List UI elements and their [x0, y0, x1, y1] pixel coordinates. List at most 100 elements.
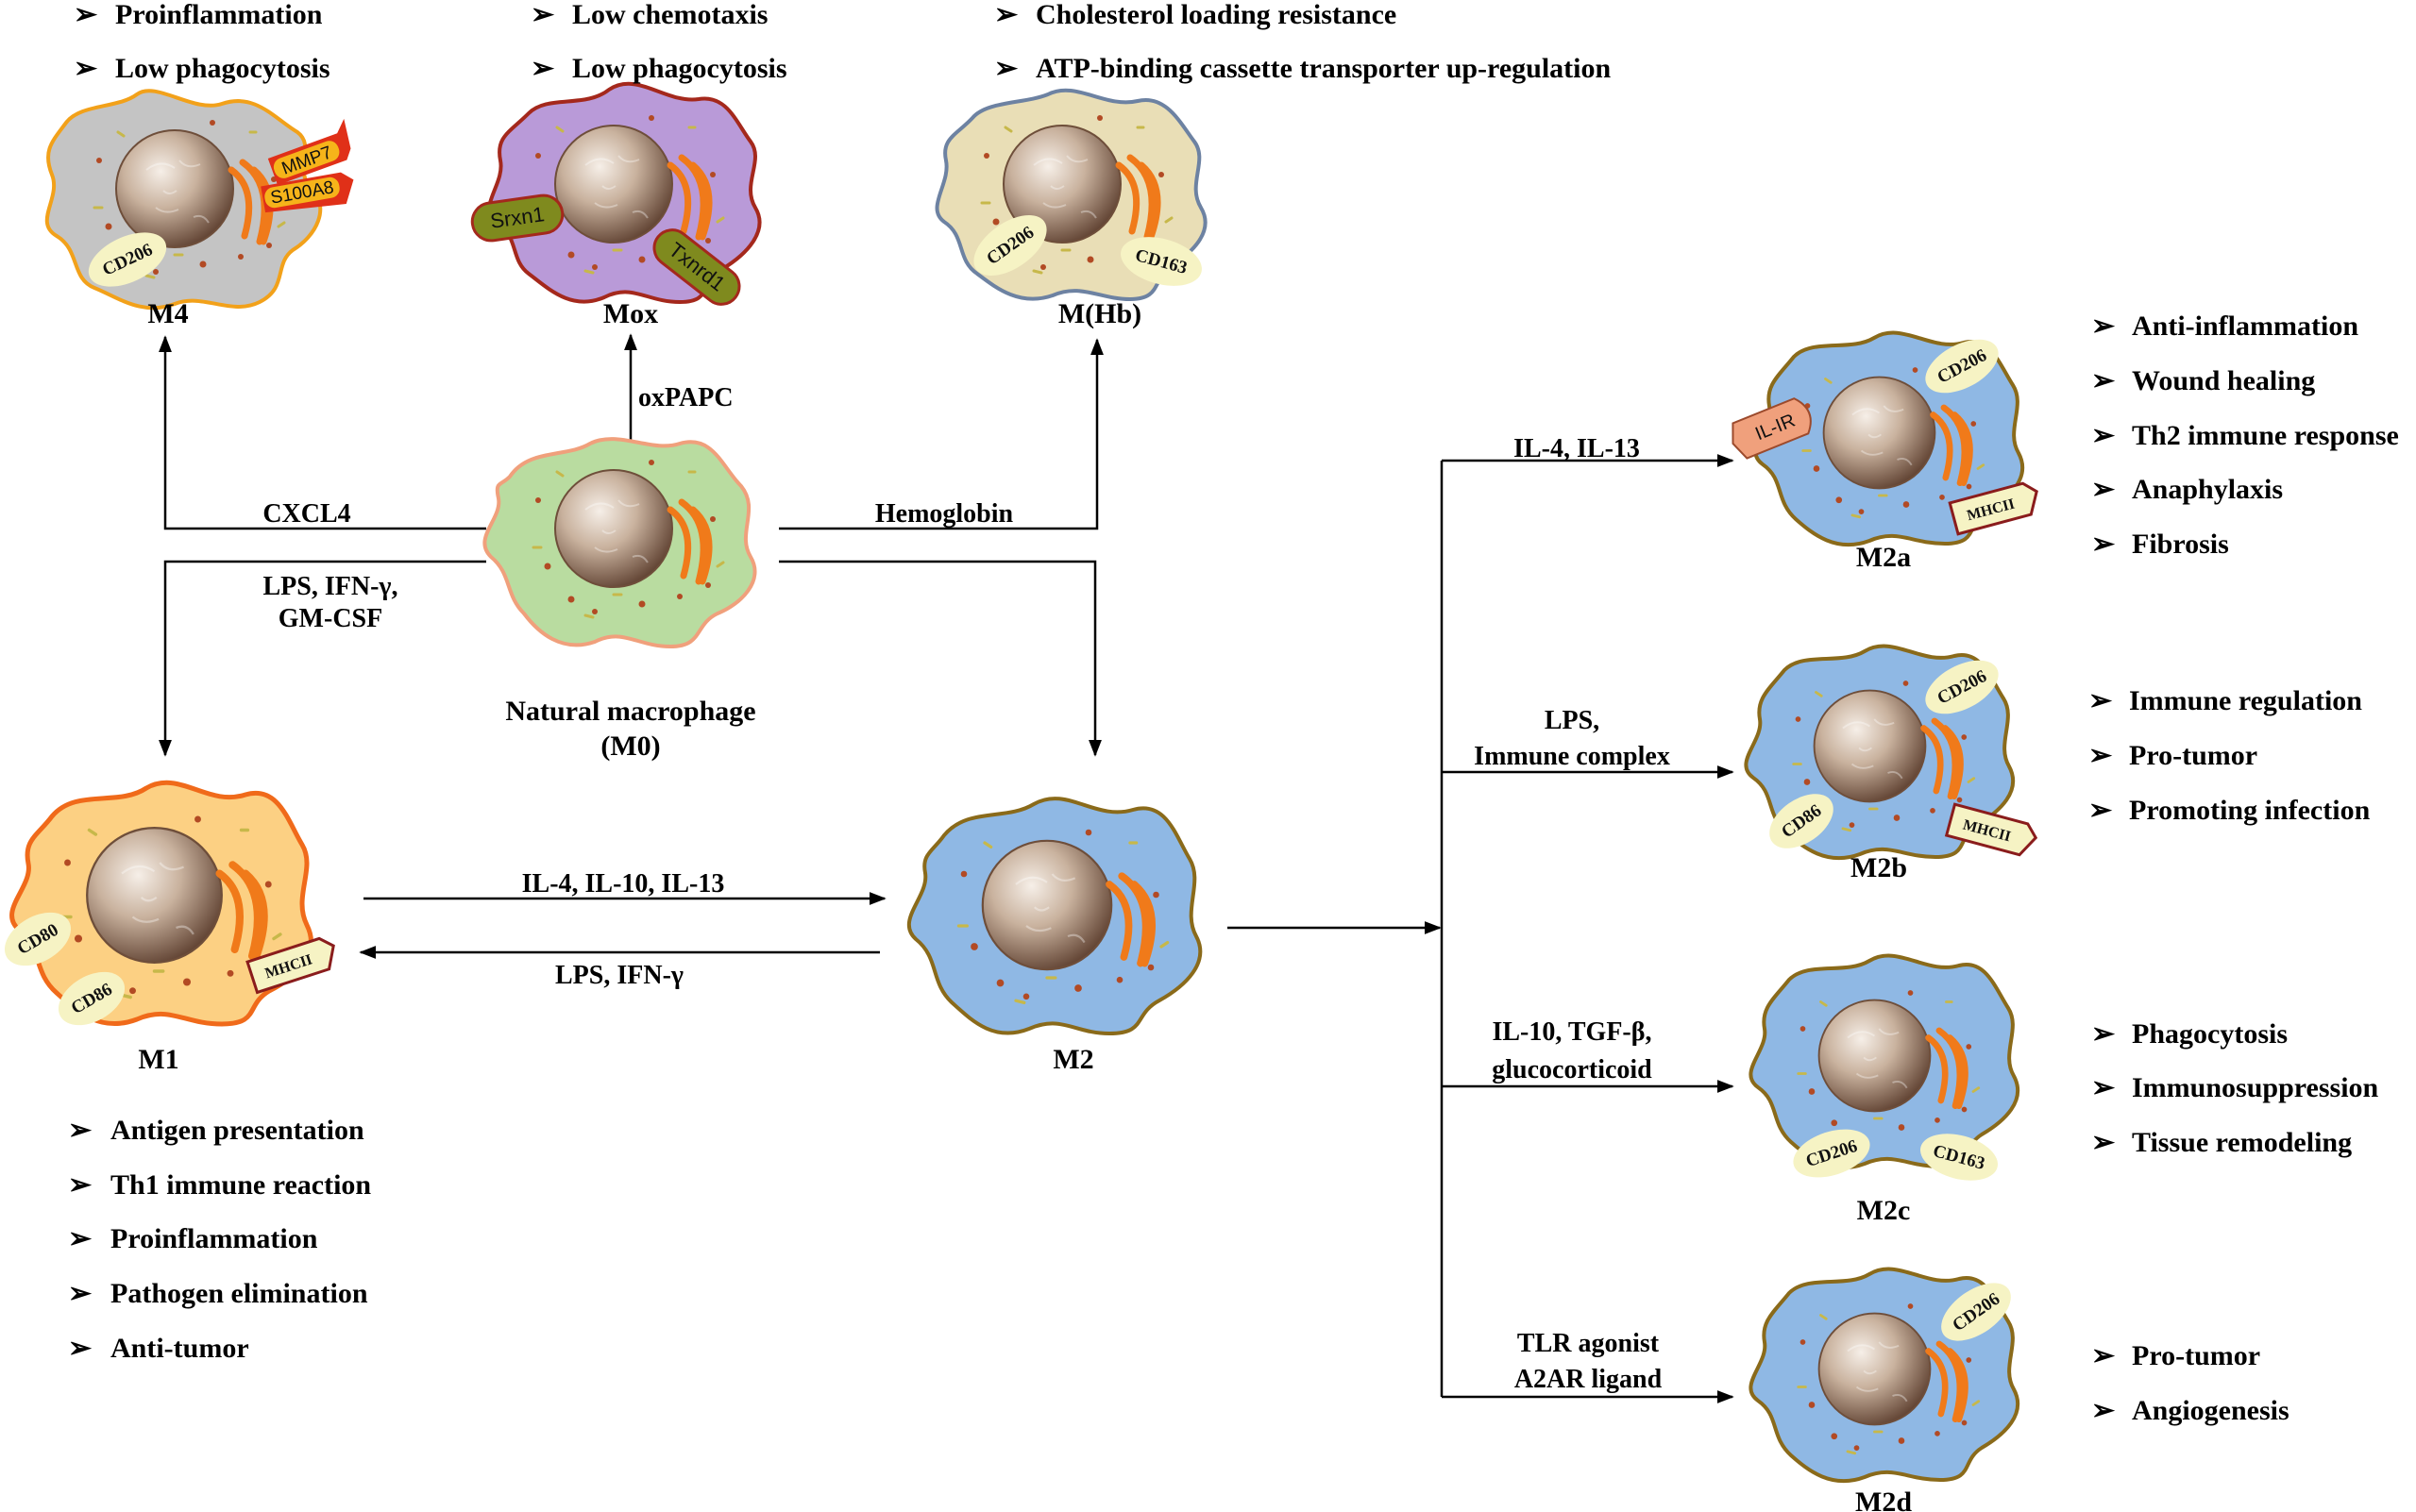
- cell-m0: [482, 437, 757, 649]
- stimulus-m1-line1: LPS, IFN-γ,: [263, 572, 398, 601]
- m1-marker-cd80: CD80: [4, 912, 72, 966]
- bullet-arrow: ➢: [2091, 420, 2116, 451]
- feature-m2a-0: Anti-inflammation: [2132, 311, 2358, 342]
- feature-m2a-1: Wound healing: [2132, 365, 2315, 396]
- bullet-arrow: ➢: [68, 1333, 93, 1364]
- label-m2: M2: [1053, 1044, 1093, 1075]
- feature-m4-1: Low phagocytosis: [115, 53, 330, 84]
- arrow-m0-to-m4: [159, 335, 486, 530]
- stimulus-m1-line2: GM-CSF: [279, 604, 382, 633]
- label-m0-line2: (M0): [600, 731, 660, 762]
- m2c-marker-cd163: CD163: [1919, 1134, 1999, 1181]
- bullet-arrow: ➢: [2088, 740, 2113, 771]
- feature-m2c-1: Immunosuppression: [2132, 1072, 2379, 1103]
- feature-m2b-1: Pro-tumor: [2129, 740, 2257, 771]
- bullet-arrow: ➢: [2091, 529, 2116, 560]
- feature-m2a-3: Anaphylaxis: [2132, 474, 2283, 505]
- bullet-arrow: ➢: [2091, 1340, 2116, 1371]
- stimulus-m2c-line1: IL-10, TGF-β,: [1492, 1017, 1651, 1047]
- feature-m2a-4: Fibrosis: [2132, 529, 2229, 560]
- features-m1: ➢ Antigen presentation ➢ Th1 immune reac…: [68, 1115, 371, 1364]
- label-m0-line1: Natural macrophage: [505, 696, 755, 727]
- cell-m2a: CD206 IL-IR MHCII: [1732, 330, 2038, 547]
- label-m2a: M2a: [1856, 542, 1911, 573]
- feature-m2b-2: Promoting infection: [2129, 795, 2371, 826]
- bullet-arrow: ➢: [994, 0, 1019, 30]
- feature-m2b-0: Immune regulation: [2129, 685, 2362, 716]
- label-m2c: M2c: [1857, 1195, 1911, 1226]
- bullet-arrow: ➢: [2091, 1395, 2116, 1426]
- label-m2d: M2d: [1855, 1487, 1912, 1512]
- features-m4: ➢ Proinflammation ➢ Low phagocytosis: [74, 0, 330, 84]
- features-m2b: ➢ Immune regulation ➢ Pro-tumor ➢ Promot…: [2088, 685, 2371, 826]
- feature-lists: ➢ Proinflammation ➢ Low phagocytosis ➢ L…: [68, 0, 2399, 1426]
- stimulus-m2c-line2: glucocorticoid: [1492, 1055, 1652, 1084]
- feature-m2c-2: Tissue remodeling: [2132, 1127, 2352, 1158]
- m2b-marker-cd86: CD86: [1769, 794, 1833, 848]
- features-m2d: ➢ Pro-tumor ➢ Angiogenesis: [2091, 1340, 2289, 1426]
- feature-m1-2: Proinflammation: [110, 1223, 318, 1254]
- feature-m2c-0: Phagocytosis: [2132, 1018, 2288, 1050]
- bullet-arrow: ➢: [74, 0, 98, 30]
- bullet-arrow: ➢: [994, 53, 1019, 84]
- feature-m2d-1: Angiogenesis: [2132, 1395, 2289, 1426]
- stimulus-m2a: IL-4, IL-13: [1513, 434, 1640, 463]
- m1-marker-mhcii: MHCII: [245, 936, 335, 995]
- cell-m2d: CD206: [1749, 1267, 2020, 1484]
- m2a-marker-mhcii: MHCII: [1948, 481, 2038, 536]
- mox-marker-srxn1: Srxn1: [470, 193, 565, 243]
- feature-m1-1: Th1 immune reaction: [110, 1169, 371, 1201]
- cell-m2: [906, 797, 1203, 1036]
- cell-m2c: CD206 CD163: [1749, 953, 2020, 1181]
- m2b-marker-cd206: CD206: [1925, 660, 1999, 714]
- cell-m4: CD206 MMP7 S100A8: [44, 89, 354, 311]
- label-m1: M1: [138, 1044, 178, 1075]
- features-mox: ➢ Low chemotaxis ➢ Low phagocytosis: [531, 0, 787, 84]
- feature-mox-0: Low chemotaxis: [572, 0, 768, 30]
- bullet-arrow: ➢: [2091, 1072, 2116, 1103]
- bullet-arrow: ➢: [2088, 795, 2113, 826]
- stimulus-oxpapc: oxPAPC: [638, 383, 734, 412]
- features-m2c: ➢ Phagocytosis ➢ Immunosuppression ➢ Tis…: [2091, 1018, 2379, 1158]
- stimulus-m2b-line1: LPS,: [1545, 706, 1599, 735]
- bullet-arrow: ➢: [2091, 1018, 2116, 1050]
- features-mhb: ➢ Cholesterol loading resistance ➢ ATP-b…: [994, 0, 1611, 84]
- mhb-marker-cd163: CD163: [1121, 237, 1202, 286]
- cell-m2b: CD206 CD86 MHCII: [1744, 644, 2038, 861]
- label-mhb: M(Hb): [1058, 298, 1141, 329]
- stimulus-m2d-line2: A2AR ligand: [1514, 1365, 1663, 1394]
- m2a-marker-il-ir: IL-IR: [1732, 397, 1812, 460]
- feature-mox-1: Low phagocytosis: [572, 53, 787, 84]
- feature-m1-0: Antigen presentation: [110, 1115, 364, 1146]
- bullet-arrow: ➢: [68, 1115, 93, 1146]
- feature-m2d-0: Pro-tumor: [2132, 1340, 2260, 1371]
- arrow-m0-to-m2: [779, 560, 1102, 757]
- stimulus-to-m1: LPS, IFN-γ: [555, 961, 684, 990]
- cell-mhb: CD206 CD163: [935, 88, 1208, 302]
- bullet-arrow: ➢: [2088, 685, 2113, 716]
- bullet-arrow: ➢: [68, 1223, 93, 1254]
- feature-m1-3: Pathogen elimination: [110, 1278, 368, 1309]
- feature-m1-4: Anti-tumor: [110, 1333, 249, 1364]
- m2a-marker-cd206: CD206: [1925, 339, 1999, 394]
- cell-m1: CD80 CD86 MHCII: [4, 780, 335, 1027]
- bullet-arrow: ➢: [2091, 474, 2116, 505]
- feature-mhb-1: ATP-binding cassette transporter up-regu…: [1036, 53, 1611, 84]
- cell-mox: Srxn1 Txnrd1: [470, 81, 762, 306]
- label-m2b: M2b: [1850, 852, 1907, 883]
- stimulus-labels: CXCL4 oxPAPC Hemoglobin LPS, IFN-γ, GM-C…: [262, 383, 1670, 1394]
- bullet-arrow: ➢: [68, 1169, 93, 1201]
- stimulus-to-m2: IL-4, IL-10, IL-13: [522, 869, 725, 899]
- bullet-arrow: ➢: [2091, 365, 2116, 396]
- stimulus-m2d-line1: TLR agonist: [1517, 1329, 1660, 1358]
- bullet-arrow: ➢: [531, 53, 555, 84]
- cell-labels: M4 Mox M(Hb) Natural macrophage (M0) M1 …: [138, 298, 1912, 1512]
- bullet-arrow: ➢: [2091, 311, 2116, 342]
- feature-mhb-0: Cholesterol loading resistance: [1036, 0, 1396, 30]
- stimulus-m2b-line2: Immune complex: [1474, 742, 1670, 771]
- arrow-m0-to-m1: [159, 560, 486, 757]
- m1-marker-cd86: CD86: [58, 971, 126, 1026]
- m2c-marker-cd206: CD206: [1793, 1129, 1870, 1178]
- feature-m4-0: Proinflammation: [115, 0, 323, 30]
